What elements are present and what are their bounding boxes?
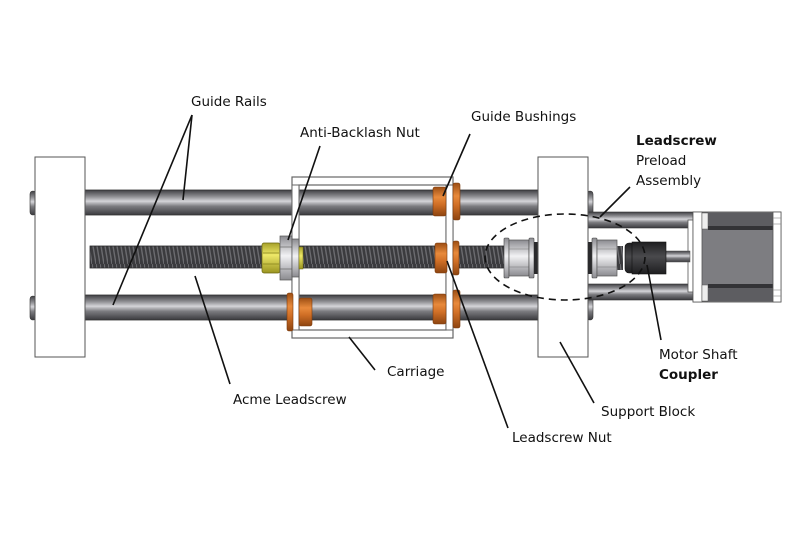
label-anti-backlash-nut: Anti-Backlash Nut <box>300 125 420 141</box>
label-leadscrew-nut: Leadscrew Nut <box>512 430 612 446</box>
preload-nut-right <box>588 237 623 279</box>
label-motor-shaft-coupler-line1: Motor Shaft <box>659 347 738 363</box>
label-motor-shaft-coupler-line2: Coupler <box>659 367 718 383</box>
leader-guide-rails-upper <box>182 114 193 201</box>
label-support-block: Support Block <box>601 404 695 420</box>
leader-leadscrew-nut <box>446 260 509 429</box>
preload-nut-left <box>503 237 538 279</box>
label-leadscrew-preload-line2: Preload <box>636 153 686 169</box>
label-guide-rails: Guide Rails <box>191 94 267 110</box>
label-leadscrew-preload-line1: Leadscrew <box>636 133 717 149</box>
leader-anti-backlash-nut <box>287 145 321 241</box>
motor-shaft <box>664 250 691 263</box>
label-leadscrew-preload-line3: Assembly <box>636 173 701 189</box>
leader-guide-bushings <box>442 133 471 197</box>
leadscrew-nut <box>434 240 460 276</box>
preload-assembly-highlight <box>484 213 646 301</box>
bushing-lower-right-inner <box>432 293 447 325</box>
leader-lines <box>112 114 662 429</box>
leader-support-block <box>559 341 595 404</box>
bushing-lower-left-inner <box>298 297 313 327</box>
stepper-motor <box>692 211 782 303</box>
leader-carriage <box>348 336 376 371</box>
label-acme-leadscrew: Acme Leadscrew <box>233 392 347 408</box>
leader-acme-leadscrew <box>194 275 231 385</box>
guide-bushings <box>286 182 461 332</box>
support-block-left <box>34 156 86 358</box>
support-block-right <box>537 156 589 358</box>
label-guide-bushings: Guide Bushings <box>471 109 576 125</box>
guide-rail-upper <box>83 189 541 216</box>
bushing-upper-right-outer <box>452 182 461 221</box>
leader-guide-rails-lower <box>112 114 193 306</box>
bushing-lower-right-outer <box>452 289 461 329</box>
leader-motor-shaft-coupler <box>646 264 662 341</box>
anti-backlash-nut <box>261 235 304 281</box>
bushing-upper-right-inner <box>432 186 447 217</box>
motor-shaft-coupler <box>624 241 667 275</box>
leader-preload-assembly <box>599 186 631 218</box>
bushing-lower-left-outer <box>286 292 294 332</box>
label-carriage: Carriage <box>387 364 444 380</box>
